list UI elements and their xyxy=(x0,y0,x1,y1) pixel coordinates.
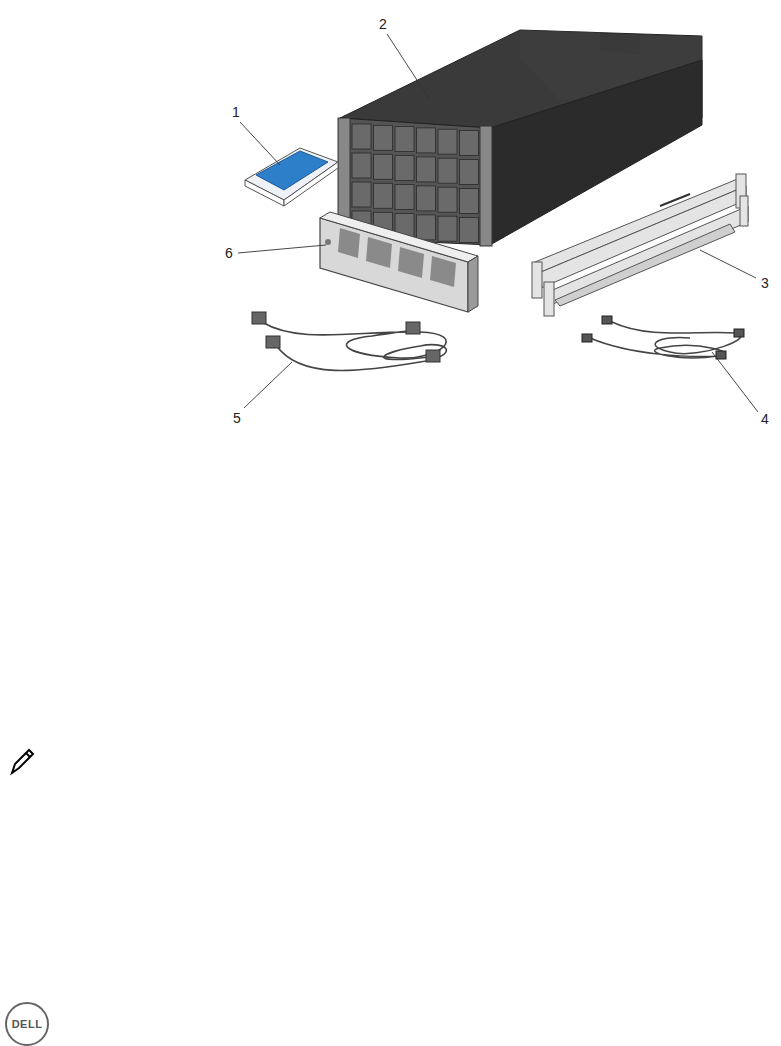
callout-number: 2 xyxy=(379,17,387,31)
drive-carrier xyxy=(374,154,393,179)
note-icon xyxy=(12,750,33,773)
storage-enclosure xyxy=(338,30,702,246)
leader-lines xyxy=(238,34,758,412)
drive-carrier xyxy=(417,186,436,211)
drive-carrier xyxy=(438,129,457,154)
callout-number: 3 xyxy=(761,276,769,290)
drive-carrier xyxy=(395,185,414,210)
drive-carrier xyxy=(460,131,479,156)
drive-carrier xyxy=(438,216,457,241)
drive-carrier xyxy=(395,156,414,181)
drive-carrier xyxy=(417,128,436,153)
documentation xyxy=(245,148,338,206)
drive-carrier xyxy=(460,189,479,214)
drive-carrier xyxy=(438,187,457,212)
drive-carrier xyxy=(352,182,371,207)
drive-carrier xyxy=(395,127,414,152)
logo-text: DELL xyxy=(12,1019,43,1030)
drive-carrier xyxy=(417,157,436,182)
callout-number: 5 xyxy=(233,411,241,425)
callout-number: 4 xyxy=(761,412,769,426)
power-cables xyxy=(252,312,446,371)
drive-carrier xyxy=(460,160,479,185)
drive-carrier xyxy=(438,158,457,183)
callout-number: 6 xyxy=(225,246,233,260)
drive-carrier xyxy=(374,125,393,150)
rail-kit xyxy=(532,174,748,316)
drive-carrier xyxy=(417,215,436,240)
drive-carrier xyxy=(352,153,371,178)
network-cables xyxy=(582,316,744,359)
logo-ring xyxy=(6,1003,48,1045)
drive-carrier xyxy=(374,183,393,208)
drive-carrier xyxy=(352,124,371,149)
drive-carrier xyxy=(460,218,479,243)
callout-number: 1 xyxy=(232,105,240,119)
front-bezel xyxy=(320,212,478,312)
